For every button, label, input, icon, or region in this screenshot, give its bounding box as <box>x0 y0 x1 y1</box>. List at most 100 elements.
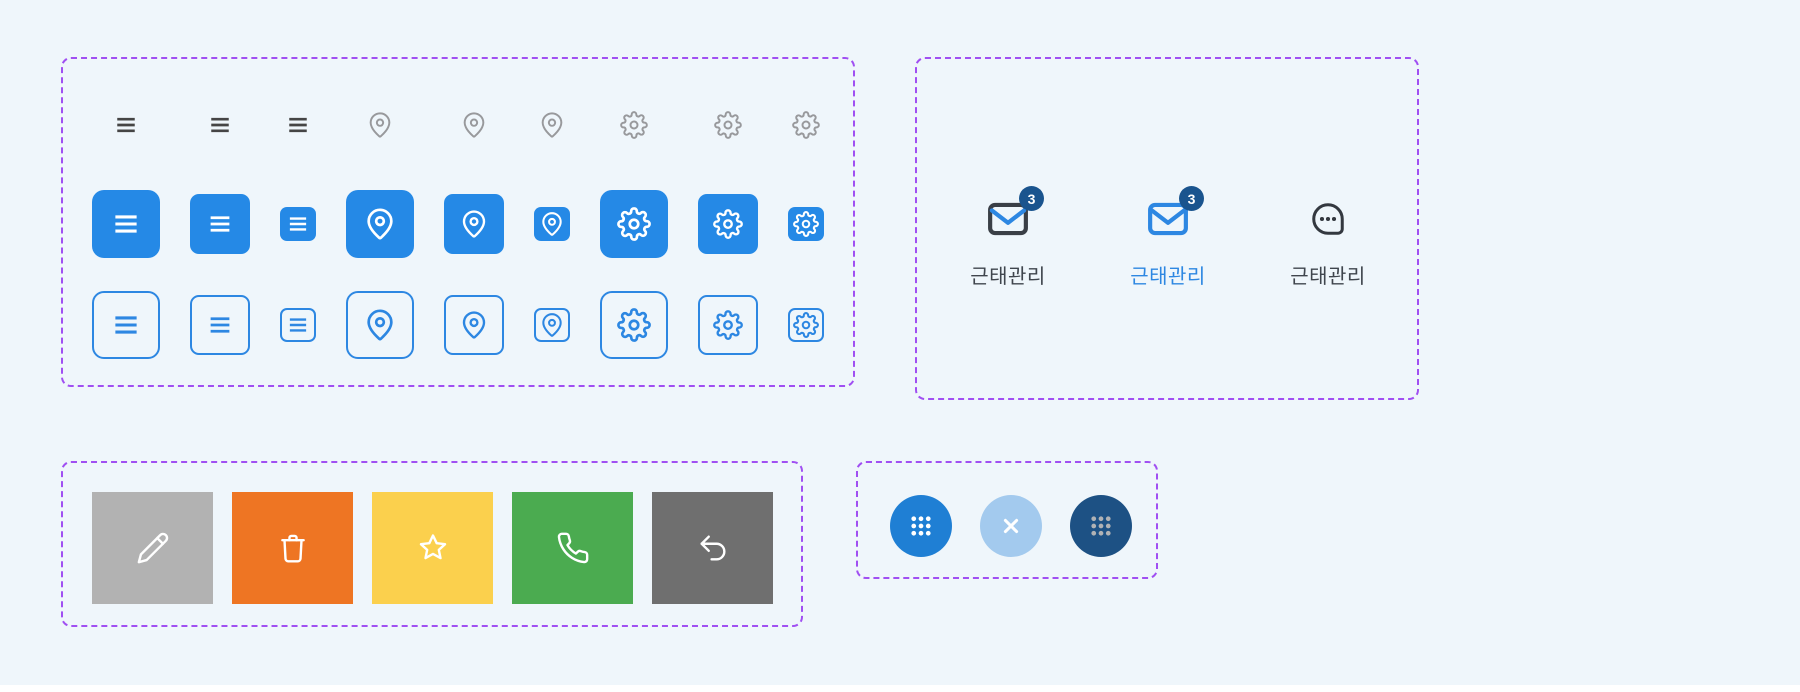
mail-icon <box>1148 202 1188 236</box>
menu-icon <box>289 217 307 231</box>
menu-icon <box>289 318 307 332</box>
location-pin-large-filled-button[interactable] <box>346 190 414 258</box>
gear-large-filled-button[interactable] <box>600 190 668 258</box>
cell-menu-small-plain <box>280 111 316 139</box>
gear-icon <box>617 207 651 241</box>
cell-gear-medium-outlined <box>698 295 758 355</box>
gear-small-outlined-button[interactable] <box>788 308 824 342</box>
cell-gear-large-outlined <box>600 291 668 359</box>
cell-location-pin-medium-outlined <box>444 295 504 355</box>
close-icon <box>1003 518 1019 534</box>
pencil-icon <box>137 532 168 564</box>
cell-gear-large-plain <box>600 111 668 139</box>
menu-icon <box>210 216 230 232</box>
gear-small-filled-button[interactable] <box>788 207 824 241</box>
apps-grid-icon <box>911 516 931 536</box>
circle-buttons-panel <box>856 461 1158 579</box>
action-tiles-panel <box>61 461 803 627</box>
labeled-icon-label: 근태관리 <box>970 266 1046 288</box>
close-circle-button-2[interactable] <box>980 495 1042 557</box>
gear-icon <box>714 111 742 139</box>
menu-small-filled-button[interactable] <box>280 207 316 241</box>
apps-grid-circle-button-3[interactable] <box>1070 495 1132 557</box>
location-pin-icon <box>542 212 562 236</box>
location-pin-icon <box>462 210 486 238</box>
trash-action-tile[interactable] <box>232 492 353 604</box>
menu-icon <box>117 117 135 133</box>
cell-location-pin-small-plain <box>534 111 570 139</box>
cell-location-pin-large-outlined <box>346 291 414 359</box>
star-icon <box>419 534 446 560</box>
notification-badge: 3 <box>1019 186 1044 211</box>
menu-icon <box>211 117 229 133</box>
apps-grid-circle-button-1[interactable] <box>890 495 952 557</box>
gear-icon <box>620 111 648 139</box>
menu-medium-outlined-button[interactable] <box>190 295 250 355</box>
gear-icon <box>793 312 819 338</box>
menu-large-outlined-button[interactable] <box>92 291 160 359</box>
cell-menu-medium-outlined <box>190 295 250 355</box>
star-action-tile[interactable] <box>372 492 493 604</box>
cell-location-pin-medium-filled <box>444 194 504 254</box>
cell-gear-large-filled <box>600 190 668 258</box>
chat-icon <box>1312 203 1344 235</box>
cell-gear-small-filled <box>788 207 824 241</box>
gear-medium-filled-button[interactable] <box>698 194 758 254</box>
phone-action-tile[interactable] <box>512 492 633 604</box>
cell-location-pin-small-outlined <box>534 308 570 342</box>
icon-variants-panel <box>61 57 855 387</box>
icon-row-filled <box>92 190 824 258</box>
location-pin-medium-outlined-button[interactable] <box>444 295 504 355</box>
labeled-icon-item-chat-default[interactable]: 근태관리 <box>1268 187 1388 289</box>
menu-icon <box>115 215 137 233</box>
gear-icon <box>792 111 820 139</box>
gear-icon <box>793 211 819 237</box>
cell-menu-large-plain <box>92 111 160 139</box>
menu-icon <box>289 117 307 133</box>
menu-large-filled-button[interactable] <box>92 190 160 258</box>
icon-with-badge: 3 <box>1145 186 1204 238</box>
icon-with-badge <box>1309 200 1347 238</box>
cell-menu-large-filled <box>92 190 160 258</box>
gear-icon <box>713 310 743 340</box>
cell-menu-medium-plain <box>190 111 250 139</box>
mail-icon <box>988 202 1028 236</box>
pencil-action-tile[interactable] <box>92 492 213 604</box>
location-pin-icon <box>541 112 563 138</box>
cell-location-pin-small-filled <box>534 207 570 241</box>
apps-grid-icon <box>1091 516 1111 536</box>
gear-medium-outlined-button[interactable] <box>698 295 758 355</box>
menu-small-outlined-button[interactable] <box>280 308 316 342</box>
location-pin-large-outlined-button[interactable] <box>346 291 414 359</box>
gear-icon <box>713 209 743 239</box>
menu-medium-filled-button[interactable] <box>190 194 250 254</box>
cell-gear-small-outlined <box>788 308 824 342</box>
labeled-icon-item-mail-default[interactable]: 3 근태관리 <box>948 186 1068 289</box>
gear-icon <box>617 308 651 342</box>
cell-gear-medium-plain <box>698 111 758 139</box>
cell-location-pin-large-filled <box>346 190 414 258</box>
bottom-bar <box>0 685 1800 692</box>
action-tiles-row <box>92 492 773 604</box>
location-pin-medium-filled-button[interactable] <box>444 194 504 254</box>
icon-row-outlined <box>92 291 824 359</box>
cell-menu-small-outlined <box>280 308 316 342</box>
notification-badge: 3 <box>1179 186 1204 211</box>
location-pin-icon <box>369 112 391 138</box>
cell-menu-small-filled <box>280 207 316 241</box>
location-pin-icon <box>462 311 486 339</box>
labeled-icon-label: 근태관리 <box>1290 266 1366 288</box>
location-pin-icon <box>367 208 393 240</box>
cell-location-pin-large-plain <box>346 111 414 139</box>
undo-action-tile[interactable] <box>652 492 773 604</box>
gear-large-outlined-button[interactable] <box>600 291 668 359</box>
cell-gear-small-plain <box>788 111 824 139</box>
location-pin-icon <box>463 112 485 138</box>
location-pin-small-outlined-button[interactable] <box>534 308 570 342</box>
cell-menu-medium-filled <box>190 194 250 254</box>
cell-gear-medium-filled <box>698 194 758 254</box>
location-pin-small-filled-button[interactable] <box>534 207 570 241</box>
